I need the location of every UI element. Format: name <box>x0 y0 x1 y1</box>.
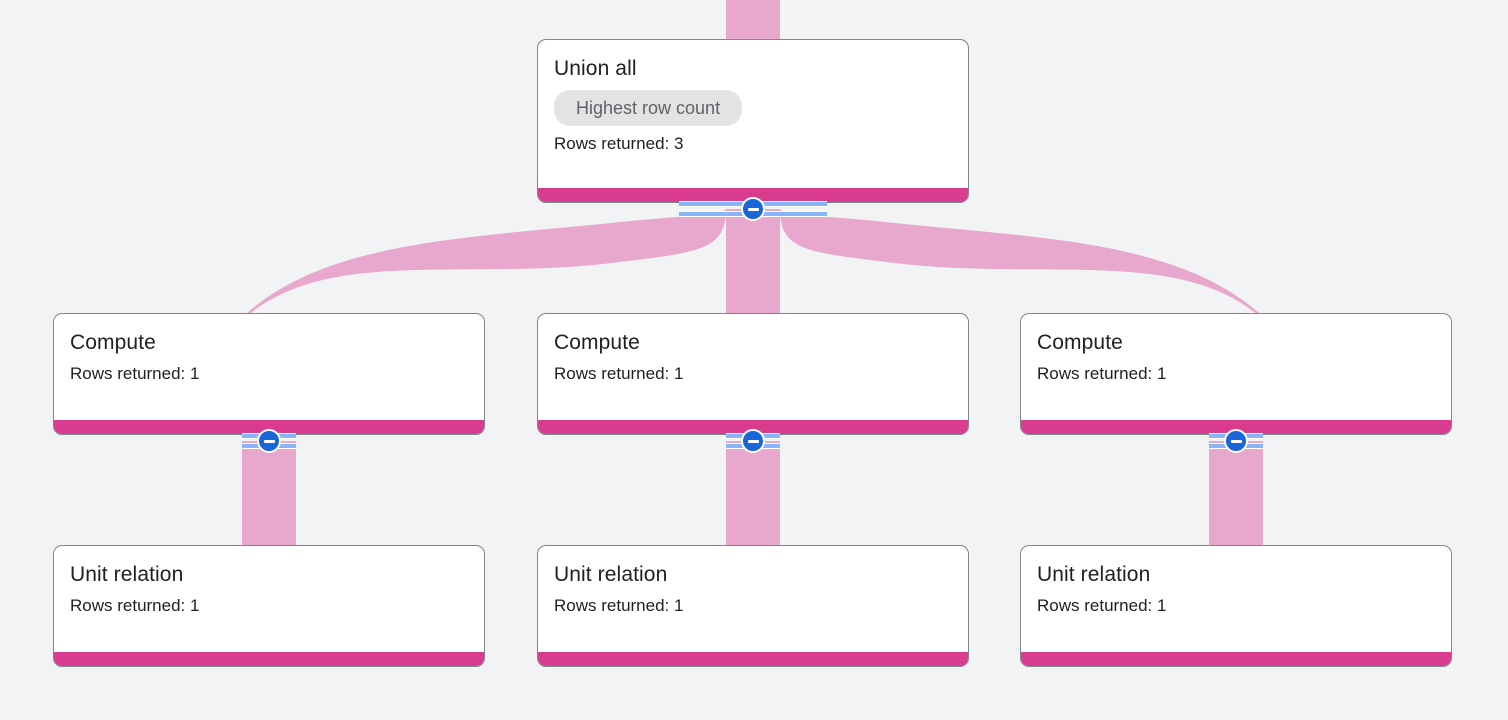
node-accent-bar <box>1021 420 1451 434</box>
node-title: Compute <box>70 331 156 354</box>
minus-circle-icon[interactable] <box>257 429 281 453</box>
rows-returned-label: Rows returned: 1 <box>1037 596 1167 615</box>
node-body: Compute Rows returned: 1 <box>54 314 484 420</box>
rows-returned-label: Rows returned: 1 <box>1037 364 1167 383</box>
node-title: Unit relation <box>1037 563 1151 586</box>
node-title: Union all <box>554 57 637 80</box>
node-unit-relation-3[interactable]: Unit relation Rows returned: 1 <box>1020 545 1452 667</box>
node-unit-relation-1[interactable]: Unit relation Rows returned: 1 <box>53 545 485 667</box>
rows-returned-label: Rows returned: 1 <box>554 596 684 615</box>
collapse-toggle-compute-2[interactable] <box>726 428 780 454</box>
node-body: Compute Rows returned: 1 <box>538 314 968 420</box>
node-accent-bar <box>54 652 484 666</box>
node-accent-bar <box>538 188 968 202</box>
collapse-toggle-compute-3[interactable] <box>1209 428 1263 454</box>
node-body: Unit relation Rows returned: 1 <box>54 546 484 652</box>
rows-returned-label: Rows returned: 1 <box>70 596 200 615</box>
collapse-toggle-union-all[interactable] <box>679 196 827 222</box>
rows-returned-label: Rows returned: 3 <box>554 134 684 153</box>
minus-circle-icon[interactable] <box>1224 429 1248 453</box>
node-body: Union all Highest row count Rows returne… <box>538 40 968 188</box>
rows-returned-label: Rows returned: 1 <box>554 364 684 383</box>
minus-circle-icon[interactable] <box>741 197 765 221</box>
node-body: Unit relation Rows returned: 1 <box>1021 546 1451 652</box>
node-union-all[interactable]: Union all Highest row count Rows returne… <box>537 39 969 203</box>
node-body: Compute Rows returned: 1 <box>1021 314 1451 420</box>
node-unit-relation-2[interactable]: Unit relation Rows returned: 1 <box>537 545 969 667</box>
node-title: Compute <box>554 331 640 354</box>
rows-returned-label: Rows returned: 1 <box>70 364 200 383</box>
minus-circle-icon[interactable] <box>741 429 765 453</box>
node-compute-2[interactable]: Compute Rows returned: 1 <box>537 313 969 435</box>
node-title: Unit relation <box>70 563 184 586</box>
node-compute-1[interactable]: Compute Rows returned: 1 <box>53 313 485 435</box>
node-compute-3[interactable]: Compute Rows returned: 1 <box>1020 313 1452 435</box>
node-accent-bar <box>1021 652 1451 666</box>
status-badge: Highest row count <box>554 90 743 126</box>
node-accent-bar <box>538 652 968 666</box>
node-title: Compute <box>1037 331 1123 354</box>
node-accent-bar <box>538 420 968 434</box>
node-title: Unit relation <box>554 563 668 586</box>
node-accent-bar <box>54 420 484 434</box>
node-body: Unit relation Rows returned: 1 <box>538 546 968 652</box>
collapse-toggle-compute-1[interactable] <box>242 428 296 454</box>
